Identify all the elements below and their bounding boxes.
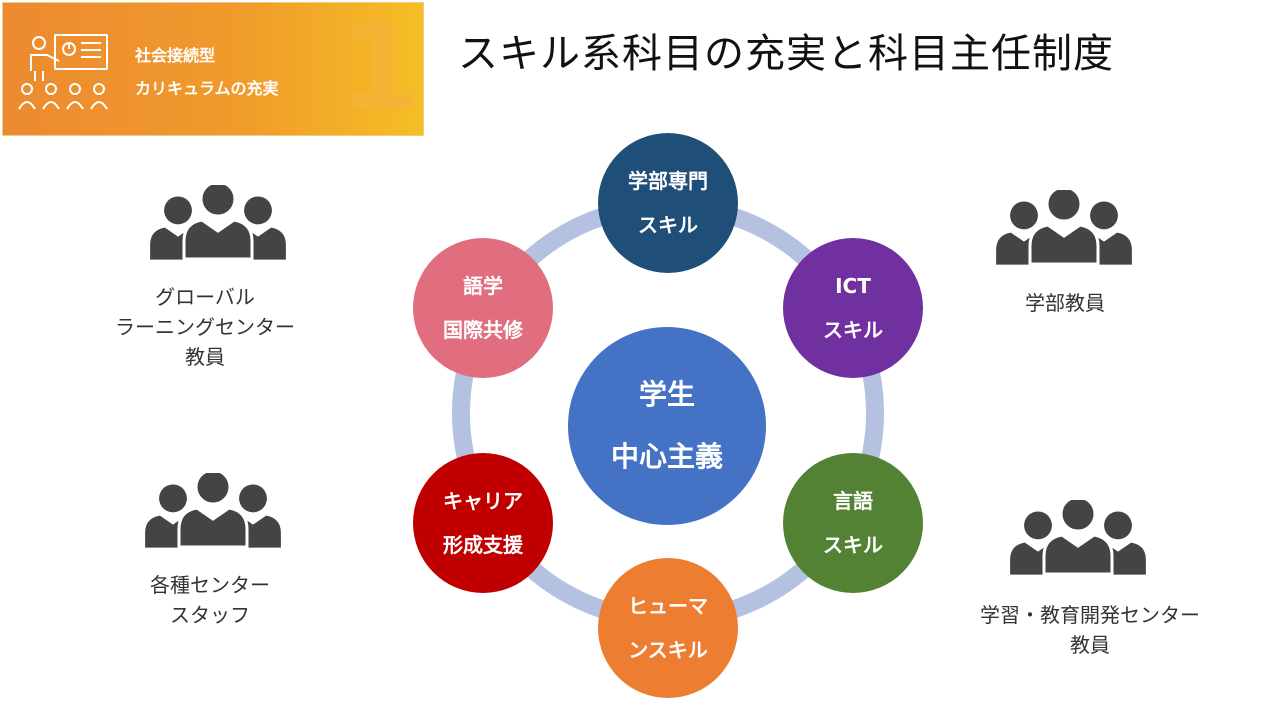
group-label-faculty: 学部教員 bbox=[960, 288, 1170, 318]
group-label-line: 教員 bbox=[185, 345, 225, 369]
people-group-icon bbox=[145, 473, 281, 559]
people-group-icon bbox=[150, 185, 286, 271]
banner-line-1: 社会接続型 bbox=[135, 46, 216, 65]
group-label-line: スタッフ bbox=[170, 603, 250, 627]
group-label-teaching-development: 学習・教育開発センター 教員 bbox=[950, 600, 1230, 660]
group-label-line: グローバル bbox=[155, 285, 255, 309]
node-label-line-2: スキル bbox=[823, 318, 883, 342]
group-label-center-staff: 各種センター スタッフ bbox=[80, 570, 340, 630]
node-language-skills: 言語 スキル bbox=[783, 453, 923, 593]
node-label-line-1: 語学 bbox=[463, 274, 503, 298]
group-label-line: 学習・教育開発センター bbox=[980, 603, 1200, 627]
group-label-global-learning: グローバル ラーニングセンター 教員 bbox=[70, 282, 340, 372]
banner-line-2: カリキュラムの充実 bbox=[135, 79, 279, 98]
node-label-line-1: キャリア bbox=[443, 489, 523, 513]
node-label-line-2: 形成支援 bbox=[443, 533, 523, 557]
node-career-support: キャリア 形成支援 bbox=[413, 453, 553, 593]
node-label-line-2: スキル bbox=[638, 213, 698, 237]
group-label-line: 教員 bbox=[1070, 633, 1110, 657]
page-title: スキル系科目の充実と科目主任制度 bbox=[458, 31, 1114, 77]
node-ict-skills: ICT スキル bbox=[783, 238, 923, 378]
center-line-1: 学生 bbox=[638, 378, 695, 411]
banner-label: 社会接続型 カリキュラムの充実 bbox=[135, 39, 279, 105]
node-label-line-1: 言語 bbox=[833, 489, 873, 513]
banner-number: 1 bbox=[339, 0, 423, 138]
node-major-skills: 学部専門 スキル bbox=[598, 133, 738, 273]
group-label-line: 各種センター bbox=[150, 573, 270, 597]
node-foreign-language: 語学 国際共修 bbox=[413, 238, 553, 378]
node-label-line-1: 学部専門 bbox=[628, 169, 708, 193]
node-label-line-2: 国際共修 bbox=[443, 318, 523, 342]
node-human-skills: ヒューマ ンスキル bbox=[598, 558, 738, 698]
people-group-icon bbox=[1010, 500, 1146, 586]
center-line-2: 中心主義 bbox=[610, 440, 723, 473]
presenter-audience-icon bbox=[18, 34, 108, 110]
section-banner: 社会接続型 カリキュラムの充実 1 bbox=[2, 2, 424, 136]
node-label-line-2: スキル bbox=[823, 533, 883, 557]
node-label-line-1: ヒューマ bbox=[628, 594, 708, 618]
group-label-line: ラーニングセンター bbox=[115, 315, 295, 339]
node-label-line-2: ンスキル bbox=[628, 638, 708, 662]
center-circle: 学生 中心主義 bbox=[568, 327, 766, 525]
group-label-line: 学部教員 bbox=[1025, 291, 1105, 315]
node-label-line-1: ICT bbox=[835, 274, 871, 298]
people-group-icon bbox=[996, 190, 1132, 276]
